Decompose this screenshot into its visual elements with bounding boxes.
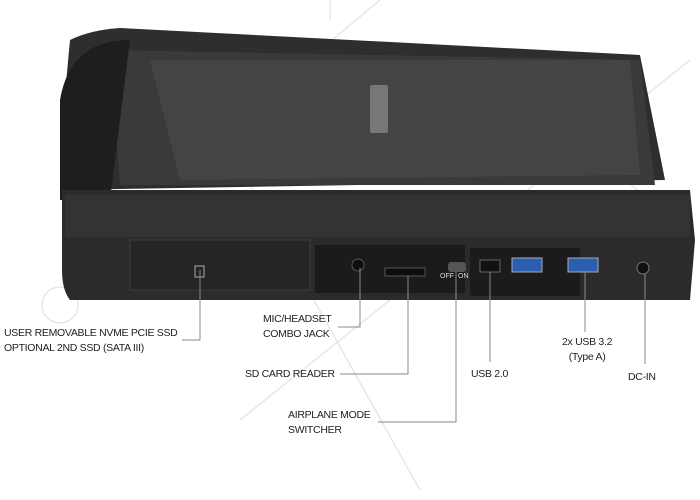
sd-card-slot bbox=[384, 267, 426, 277]
ssd-bay bbox=[129, 239, 311, 291]
callout-sd: SD CARD READER bbox=[245, 368, 335, 380]
callout-mic-line1: MIC/HEADSET bbox=[263, 313, 332, 325]
switch-off-label: OFF bbox=[440, 273, 454, 280]
usb3-port-1 bbox=[511, 257, 543, 273]
callout-usb2: USB 2.0 bbox=[471, 368, 509, 380]
callout-dcin: DC-IN bbox=[628, 371, 656, 383]
callout-mic: MIC/HEADSET COMBO JACK bbox=[263, 312, 332, 342]
laptop-body: OFF ON bbox=[60, 28, 695, 300]
callout-usb3-line1: 2x USB 3.2 bbox=[562, 336, 613, 348]
callout-ssd-line2: OPTIONAL 2ND SSD (SATA III) bbox=[4, 342, 144, 354]
callout-ssd-line1: USER REMOVABLE NVME PCIE SSD bbox=[4, 327, 178, 339]
switch-on-label: ON bbox=[458, 273, 469, 280]
callout-airplane-line1: AIRPLANE MODE bbox=[288, 409, 371, 421]
mic-jack bbox=[351, 258, 365, 272]
brand-logo bbox=[370, 85, 388, 133]
leader-lines bbox=[182, 268, 646, 423]
callout-airplane: AIRPLANE MODE SWITCHER bbox=[288, 408, 371, 438]
callout-ssd: USER REMOVABLE NVME PCIE SSD OPTIONAL 2N… bbox=[4, 326, 178, 356]
callout-usb3-line2: (Type A) bbox=[568, 351, 606, 363]
usb2-port bbox=[479, 259, 501, 273]
usb3-port-2 bbox=[567, 257, 599, 273]
callout-airplane-line2: SWITCHER bbox=[288, 424, 342, 436]
carry-handle bbox=[60, 40, 130, 200]
callout-mic-line2: COMBO JACK bbox=[263, 328, 330, 340]
dc-in-port bbox=[636, 261, 650, 275]
airplane-switch bbox=[448, 262, 466, 272]
callout-usb3: 2x USB 3.2 (Type A) bbox=[562, 335, 612, 365]
